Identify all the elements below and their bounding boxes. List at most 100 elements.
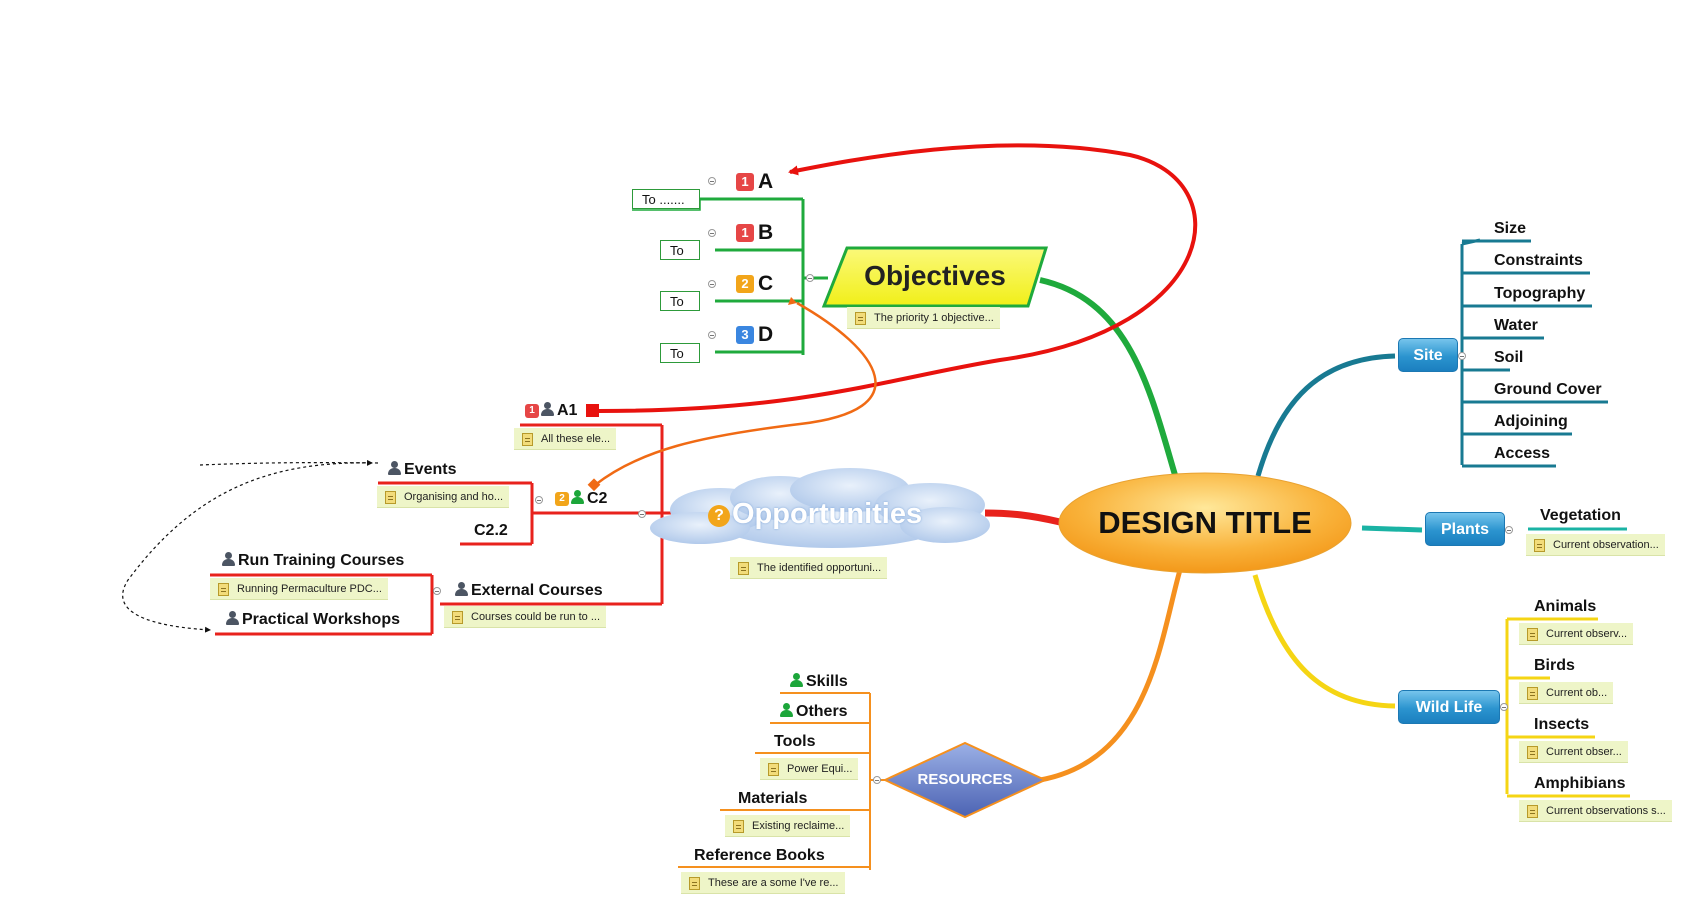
priority-badge: 3 xyxy=(736,326,754,345)
objectives-topic[interactable]: Objectives xyxy=(864,260,1006,291)
topic-c2-2[interactable]: C2.2 xyxy=(474,522,508,539)
central-topic-shape xyxy=(1058,472,1352,574)
person-icon xyxy=(222,552,235,567)
resource-materials-note[interactable]: Existing reclaime... xyxy=(725,815,851,837)
wildlife-topic[interactable]: Wild Life xyxy=(1398,690,1500,724)
branch-opportunities xyxy=(984,509,1061,526)
wildlife-insects[interactable]: Insects xyxy=(1534,716,1590,733)
person-icon xyxy=(790,673,803,688)
site-subtree xyxy=(1460,238,1608,468)
opportunities-topic[interactable]: ?Opportunities xyxy=(708,498,922,530)
topic-run-training-courses-note[interactable]: Running Permaculture PDC... xyxy=(210,578,388,600)
resources-topic[interactable]: RESOURCES xyxy=(917,771,1013,788)
resources-collapse-icon[interactable] xyxy=(873,776,881,784)
note-icon xyxy=(768,763,779,776)
site-item-topography[interactable]: Topography xyxy=(1494,285,1586,302)
c2-collapse-icon[interactable] xyxy=(535,496,543,504)
topic-practical-workshops[interactable]: Practical Workshops xyxy=(226,611,400,629)
opportunities-note[interactable]: The identified opportuni... xyxy=(730,557,888,579)
topic-events[interactable]: Events xyxy=(388,461,456,479)
central-topic[interactable]: DESIGN TITLE xyxy=(1098,505,1312,540)
person-icon xyxy=(388,461,401,476)
resource-tools-note[interactable]: Power Equi... xyxy=(760,758,859,780)
plants-vegetation[interactable]: Vegetation xyxy=(1540,507,1621,524)
objectives-collapse-icon[interactable] xyxy=(806,274,814,282)
resource-skills-label: Skills xyxy=(806,673,848,690)
note-icon xyxy=(1534,539,1545,552)
topic-events-note[interactable]: Organising and ho... xyxy=(377,486,510,508)
objective-a-collapse-icon[interactable] xyxy=(708,177,716,185)
resource-materials[interactable]: Materials xyxy=(738,790,808,807)
person-icon xyxy=(226,611,239,626)
relationship-a1-to-a xyxy=(589,143,1198,414)
person-icon xyxy=(780,703,793,718)
wildlife-amphibians[interactable]: Amphibians xyxy=(1534,775,1626,792)
priority-badge: 2 xyxy=(555,491,569,506)
site-item-soil[interactable]: Soil xyxy=(1494,349,1524,366)
resource-reference-books[interactable]: Reference Books xyxy=(694,847,825,864)
resources-shape xyxy=(882,741,1048,819)
site-item-size[interactable]: Size xyxy=(1494,220,1527,237)
plants-topic[interactable]: Plants xyxy=(1425,512,1505,546)
topic-run-training-courses[interactable]: Run Training Courses xyxy=(222,552,404,570)
topic-external-courses-label: External Courses xyxy=(471,582,603,599)
resource-others-label: Others xyxy=(796,703,848,720)
objective-c-collapse-icon[interactable] xyxy=(708,280,716,288)
wildlife-birds[interactable]: Birds xyxy=(1534,657,1575,674)
objective-d-sub[interactable]: To xyxy=(660,343,700,363)
relationship-c-to-c2 xyxy=(594,301,877,486)
note-icon xyxy=(689,877,700,890)
objective-b-collapse-icon[interactable] xyxy=(708,229,716,237)
topic-events-label: Events xyxy=(404,461,457,478)
note-icon xyxy=(1527,687,1538,700)
note-icon xyxy=(1527,746,1538,759)
site-item-ground-cover[interactable]: Ground Cover xyxy=(1494,381,1602,398)
site-item-constraints[interactable]: Constraints xyxy=(1494,252,1583,269)
wildlife-insects-note[interactable]: Current obser... xyxy=(1519,741,1628,763)
wildlife-animals[interactable]: Animals xyxy=(1534,598,1597,615)
wildlife-collapse-icon[interactable] xyxy=(1500,703,1508,711)
wildlife-subtree xyxy=(1505,617,1630,798)
objectives-subtree xyxy=(700,197,828,355)
site-item-water[interactable]: Water xyxy=(1494,317,1538,334)
wildlife-amphibians-note[interactable]: Current observations s... xyxy=(1519,800,1672,822)
site-collapse-icon[interactable] xyxy=(1458,352,1466,360)
topic-external-courses-note[interactable]: Courses could be run to ... xyxy=(444,606,607,628)
branch-resources xyxy=(1039,569,1183,783)
opportunities-collapse-icon[interactable] xyxy=(638,510,646,518)
topic-external-courses[interactable]: External Courses xyxy=(455,582,603,600)
objective-d-collapse-icon[interactable] xyxy=(708,331,716,339)
plants-collapse-icon[interactable] xyxy=(1505,526,1513,534)
resource-others[interactable]: Others xyxy=(780,703,848,721)
wildlife-animals-note[interactable]: Current observ... xyxy=(1519,623,1634,645)
branch-site xyxy=(1255,353,1396,477)
external-courses-collapse-icon[interactable] xyxy=(433,587,441,595)
resources-subtree xyxy=(678,692,885,870)
site-item-access[interactable]: Access xyxy=(1494,445,1551,462)
resource-skills[interactable]: Skills xyxy=(790,673,848,691)
objectives-note[interactable]: The priority 1 objective... xyxy=(847,307,1000,329)
note-icon xyxy=(855,312,866,325)
resource-reference-books-note[interactable]: These are a some I've re... xyxy=(681,872,845,894)
resource-tools[interactable]: Tools xyxy=(774,733,816,750)
plants-vegetation-note[interactable]: Current observation... xyxy=(1526,534,1665,556)
site-item-adjoining[interactable]: Adjoining xyxy=(1494,413,1568,430)
opportunities-label: Opportunities xyxy=(732,498,923,530)
topic-a1-note[interactable]: All these ele... xyxy=(514,428,617,450)
site-topic[interactable]: Site xyxy=(1398,338,1458,372)
objective-b-sub[interactable]: To xyxy=(660,240,700,260)
objective-c-sub[interactable]: To xyxy=(660,291,700,311)
topic-run-training-courses-label: Run Training Courses xyxy=(238,552,405,569)
objective-d-label: D xyxy=(758,323,774,346)
note-icon xyxy=(218,583,229,596)
person-icon xyxy=(541,402,554,417)
objective-a-sub[interactable]: To ....... xyxy=(632,189,700,209)
wildlife-birds-note[interactable]: Current ob... xyxy=(1519,682,1614,704)
